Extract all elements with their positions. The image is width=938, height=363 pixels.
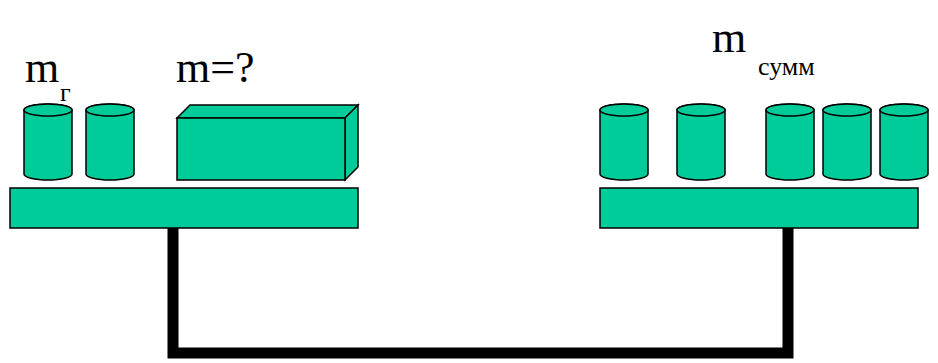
- unknown-mass-label: m=?: [176, 46, 255, 90]
- left-pan: [10, 188, 358, 228]
- weights-right: [600, 104, 928, 180]
- weights-left: [24, 104, 134, 180]
- mass-subscript: г: [60, 80, 71, 106]
- mass-symbol: m: [25, 46, 59, 90]
- mass-symbol: m: [712, 16, 746, 60]
- balance-beam: [173, 226, 788, 353]
- mass-subscript: сумм: [758, 54, 815, 80]
- right-pan: [600, 188, 918, 228]
- unknown-mass-box: [177, 105, 358, 180]
